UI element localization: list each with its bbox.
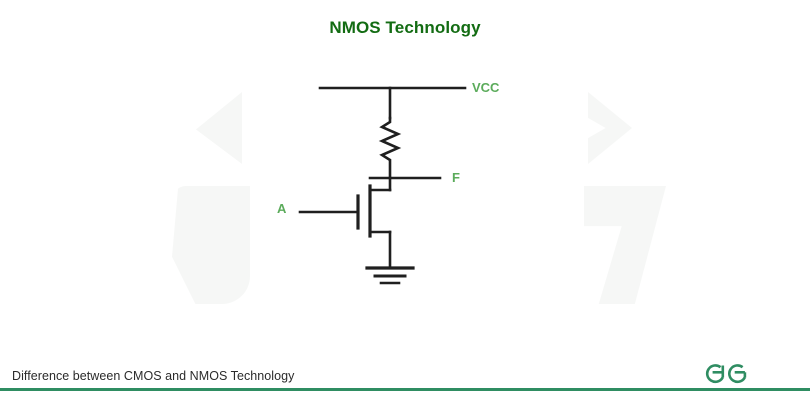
- output-label-f: F: [452, 170, 460, 185]
- geeksforgeeks-logo: [700, 357, 762, 387]
- nmos-circuit-diagram: VCC F A: [277, 80, 500, 285]
- footer-caption: Difference between CMOS and NMOS Technol…: [12, 369, 295, 383]
- input-label-a: A: [277, 201, 287, 216]
- supply-label-vcc: VCC: [472, 80, 500, 95]
- page-title: NMOS Technology: [329, 18, 481, 37]
- footer-divider: [0, 388, 810, 391]
- pull-up-resistor-symbol: [378, 116, 402, 180]
